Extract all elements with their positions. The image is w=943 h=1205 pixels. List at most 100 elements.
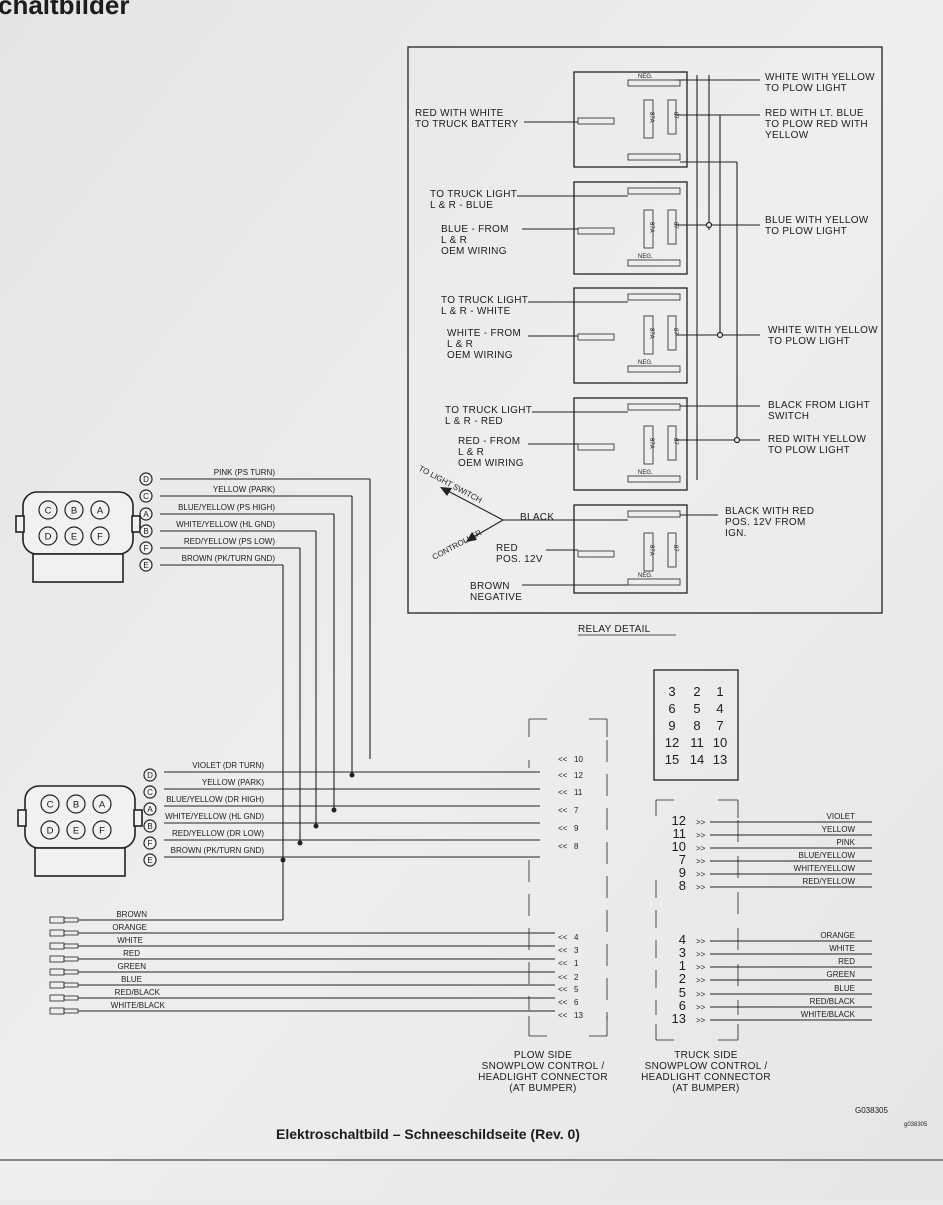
connector-pin-socket: [66, 794, 86, 814]
connector-latch-right: [131, 515, 141, 533]
pin-face-number: 13: [713, 752, 727, 767]
pin-marker-letter: C: [147, 788, 153, 797]
pin-marker-letter: A: [143, 510, 149, 519]
connector-base: [34, 847, 126, 877]
pin-marker-letter: E: [143, 561, 148, 570]
truck-pin-number: 1: [679, 958, 686, 973]
plow-side-pins: <<10<<12<<11<<7<<9<<8<<4<<3<<1<<2<<5<<6<…: [558, 755, 583, 1020]
relay-detail-frame: [407, 46, 883, 614]
caption-line: HEADLIGHT CONNECTOR: [478, 1072, 608, 1083]
connector-pin-letter: C: [47, 800, 54, 811]
drawing-number: G038305: [855, 1106, 888, 1115]
truck-wire-13: 13>>WHITE/BLACK: [672, 1010, 872, 1026]
connector-pin-socket: [40, 794, 60, 814]
relay-terminal-87: [667, 532, 677, 568]
connector-pin-letter: F: [97, 532, 103, 543]
wire-label: RED/BLACK: [115, 988, 161, 997]
page-title: Elektroschaltbild – Schneeschildseite (R…: [276, 1126, 580, 1142]
plow-pin-chevron: <<: [558, 842, 568, 851]
truck-pin-number: 2: [679, 971, 686, 986]
relay-right-label: RED WITH LT. BLUE: [765, 108, 864, 119]
relay-87a-label: 87A: [648, 222, 654, 233]
junction-dot: [280, 857, 286, 863]
pin-marker-circle: [143, 802, 157, 816]
plow-pin-chevron: <<: [558, 771, 568, 780]
pin-face-number: 7: [716, 718, 723, 733]
wire-label: PINK: [836, 838, 855, 847]
connector-pin-socket: [64, 500, 84, 520]
relay-left-label: BROWN: [470, 581, 510, 592]
truck-pin-number: 11: [673, 826, 687, 841]
caption-line: TRUCK SIDE: [674, 1050, 738, 1061]
wire-label: BROWN: [116, 910, 147, 919]
plow-pin-5: <<5: [558, 985, 579, 994]
relay-left-label: TO TRUCK LIGHT: [430, 189, 517, 200]
pin-face-number: 1: [716, 684, 723, 699]
wire-label: YELLOW (PARK): [213, 485, 275, 494]
wire-label: YELLOW (PARK): [202, 778, 264, 787]
relay-terminal-87a: [643, 315, 654, 355]
relay-left-label: POS. 12V: [496, 554, 543, 565]
relay-terminal-86: [577, 333, 615, 341]
plow-pin-chevron: <<: [558, 806, 568, 815]
pin-marker-circle: [139, 541, 153, 555]
relay-neg-label: NEG.: [638, 573, 653, 579]
pin-marker-circle: [139, 472, 153, 486]
connector-pin-letter: E: [73, 826, 79, 837]
wire-label: BLUE: [121, 975, 142, 984]
plow-pin-8: <<8: [558, 842, 579, 851]
truck-pin-chevron: >>: [696, 990, 706, 999]
connector-pin-socket: [38, 500, 58, 520]
relay-neg-label: NEG.: [638, 360, 653, 366]
plow-side-connector: [528, 718, 608, 1037]
relay-right-label: BLACK WITH RED: [725, 506, 814, 517]
connector-pin-letter: B: [71, 506, 77, 517]
relay-body: [573, 504, 688, 594]
truck-pin-number: 4: [679, 932, 686, 947]
truck-pin-chevron: >>: [696, 818, 706, 827]
relay-right-label: BLUE WITH YELLOW: [765, 215, 869, 226]
relay-body: [573, 181, 688, 275]
truck-pin-chevron: >>: [696, 1003, 706, 1012]
relay-87-label: 87: [672, 222, 678, 229]
plow-pin-number: 4: [574, 933, 579, 942]
plow-pin-3: <<3: [558, 946, 579, 955]
junction-dot: [349, 772, 355, 778]
truck-pin-chevron: >>: [696, 1016, 706, 1025]
wire-label: BLUE/YELLOW (PS HIGH): [178, 503, 275, 512]
relay-left-label: L & R: [441, 235, 467, 246]
pin-marker-letter: B: [143, 527, 148, 536]
wire-label: WHITE/YELLOW (HL GND): [165, 812, 264, 821]
wire-label: ORANGE: [820, 931, 855, 940]
plow-pin-chevron: <<: [558, 946, 568, 955]
pin-face-number: 8: [693, 718, 700, 733]
lower-wire-C: C YELLOW (PARK): [143, 778, 540, 799]
truck-side-connector: [655, 799, 739, 1041]
connector-pin-letter: E: [71, 532, 77, 543]
relay-left-label: L & R: [447, 339, 473, 350]
harness-wire: WHITE/BLACK: [49, 1001, 555, 1015]
relay-left-label: BLACK: [520, 512, 554, 523]
relay-terminal-86: [577, 227, 615, 235]
plow-pin-number: 1: [574, 959, 579, 968]
pin-marker-circle: [139, 507, 153, 521]
wire-label: RED/YELLOW (DR LOW): [172, 829, 264, 838]
relay-right-label: TO PLOW LIGHT: [765, 83, 847, 94]
plow-pin-chevron: <<: [558, 959, 568, 968]
plow-pin-number: 5: [574, 985, 579, 994]
relay-right-label: TO PLOW RED WITH: [765, 119, 868, 130]
truck-wire-2: 2>>GREEN: [679, 970, 872, 986]
caption-line: SNOWPLOW CONTROL /: [482, 1061, 605, 1072]
truck-pin-chevron: >>: [696, 950, 706, 959]
relay-terminal-86: [577, 550, 615, 558]
truck-pin-number: 8: [679, 878, 686, 893]
plow-pin-12: <<12: [558, 771, 583, 780]
pin-face-number: 2: [693, 684, 700, 699]
relay-right-label: RED WITH YELLOW: [768, 434, 866, 445]
connector-pin-letter: D: [47, 826, 54, 837]
